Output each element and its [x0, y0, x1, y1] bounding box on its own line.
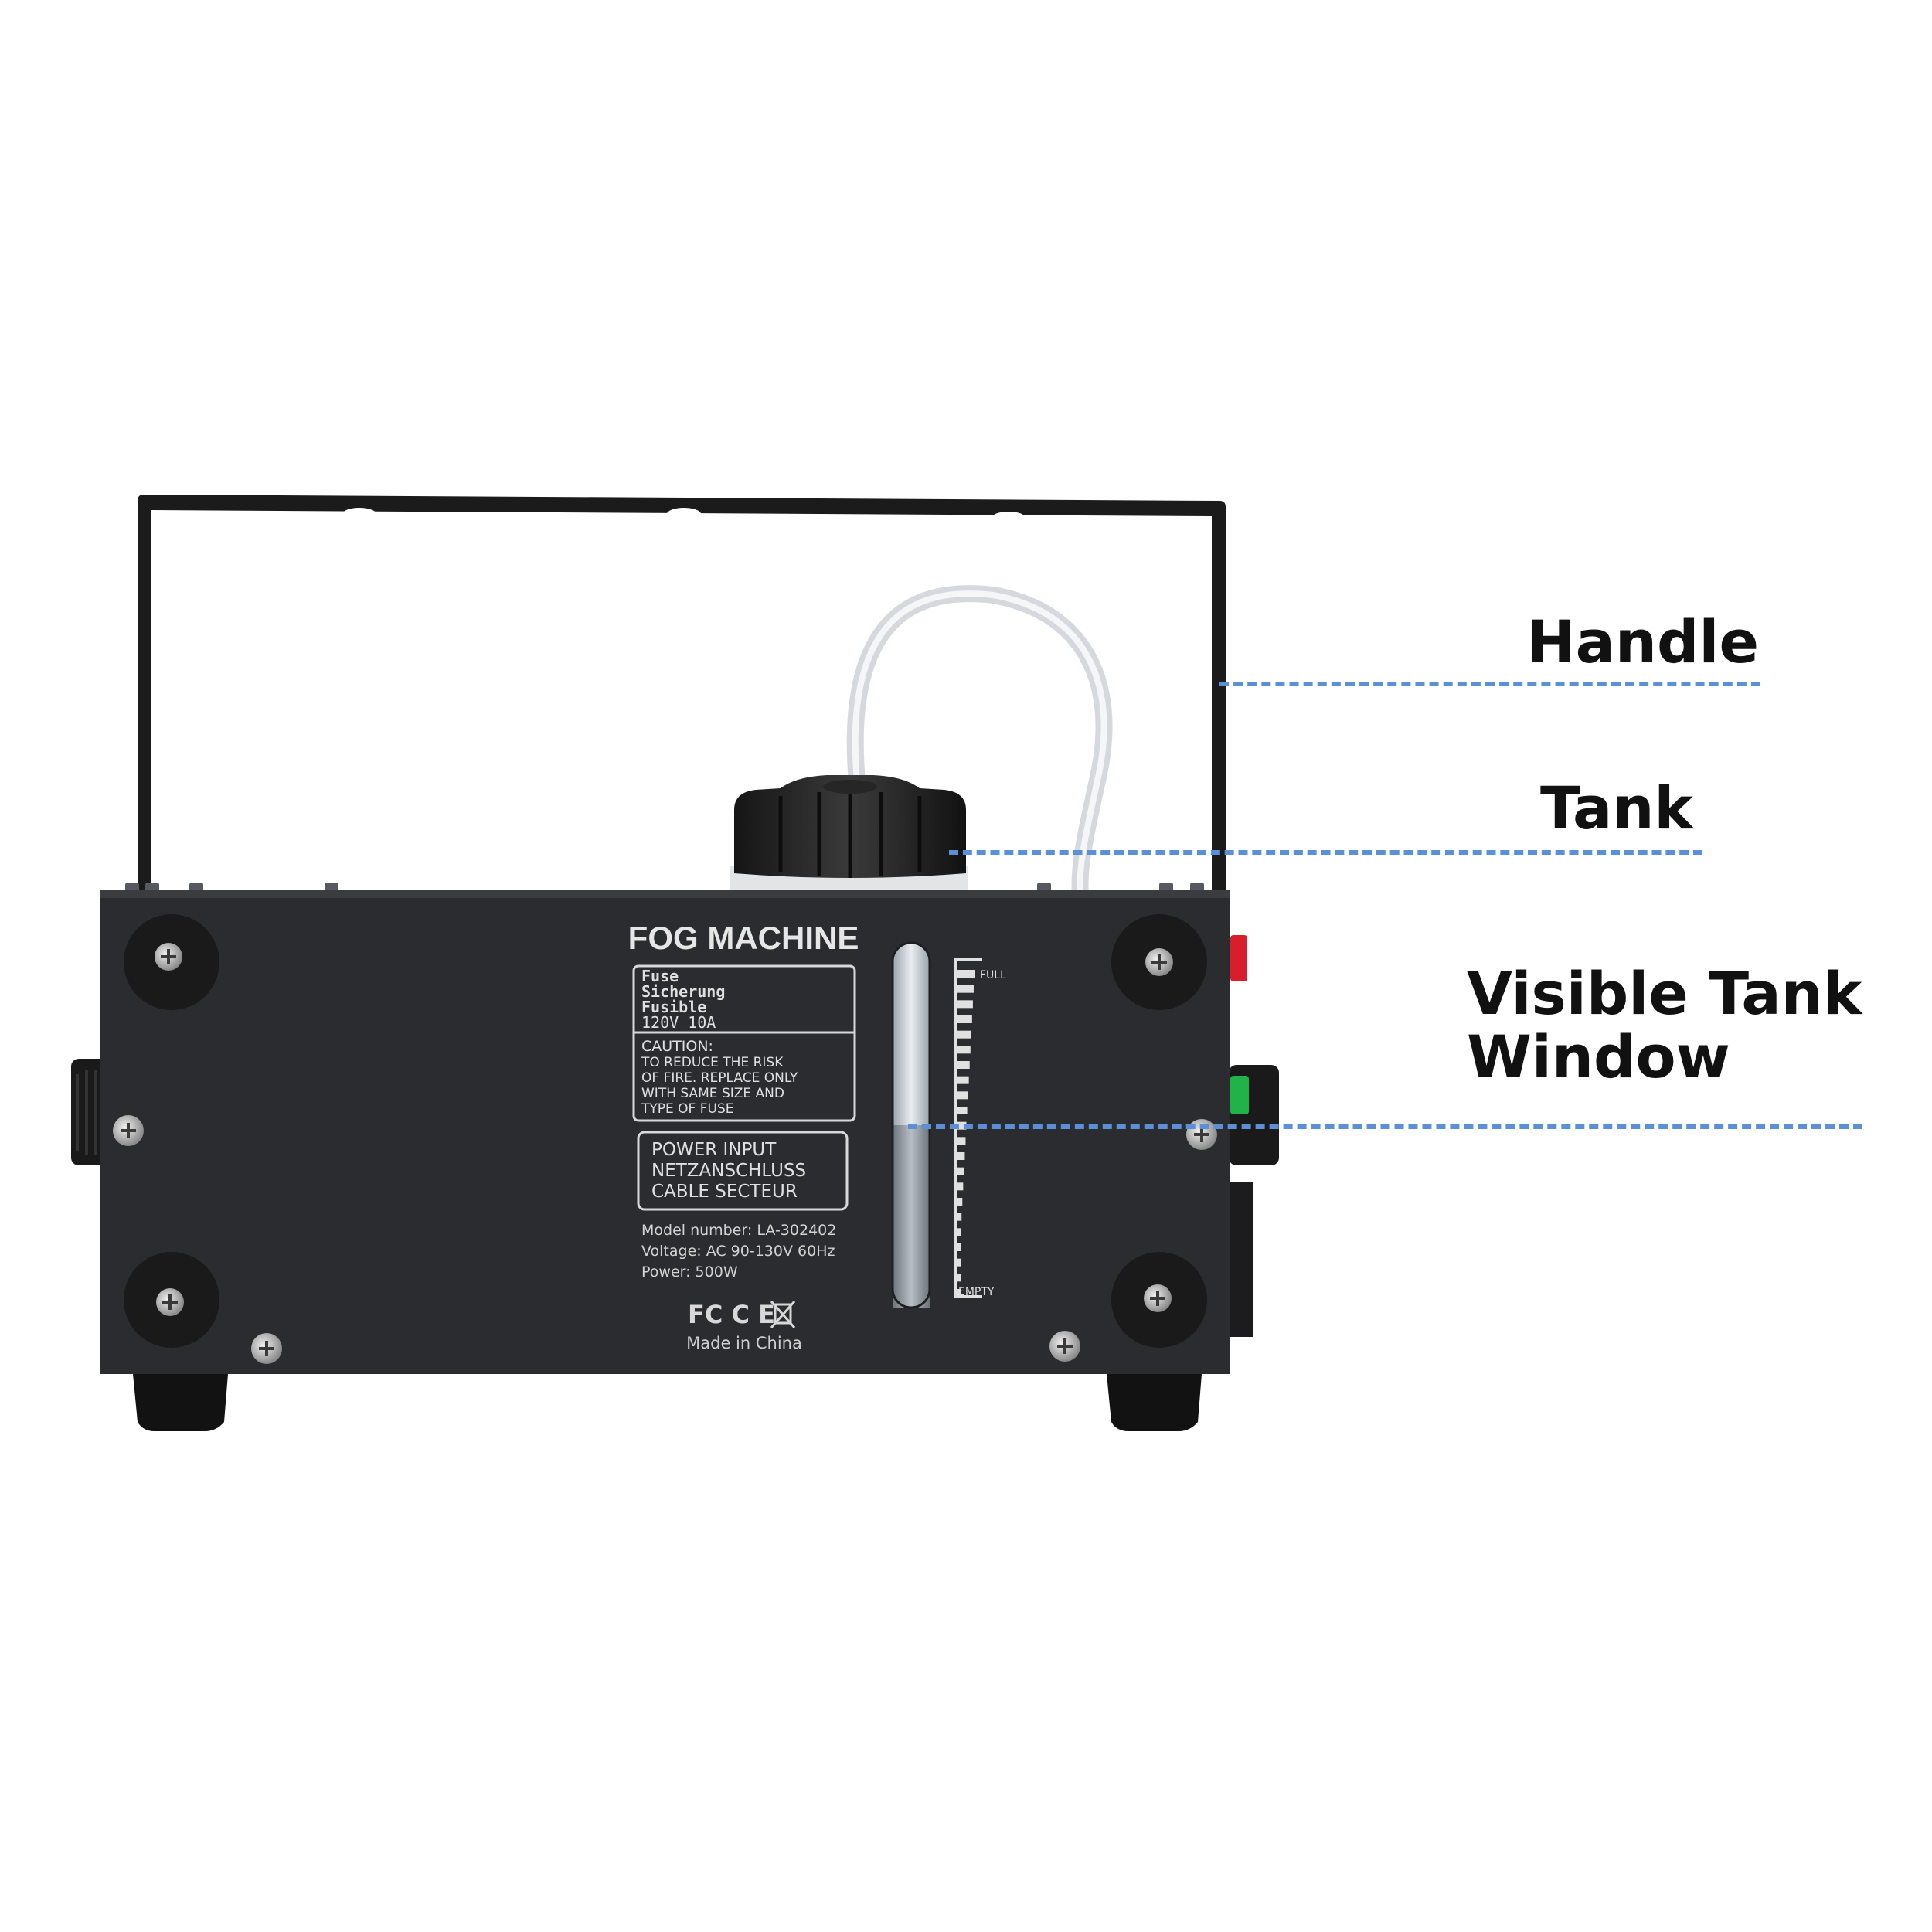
caution-line-4: TYPE OF FUSE: [641, 1101, 733, 1117]
gauge-tick: [957, 1167, 964, 1175]
power-rating: Power: 500W: [641, 1264, 738, 1281]
left-knob: [71, 1059, 110, 1165]
power-input-box: [637, 1131, 849, 1211]
weee-bin-icon: [770, 1301, 796, 1328]
power-switch-green: [1230, 1076, 1249, 1114]
gauge-tick: [957, 970, 975, 978]
tank-liquid-level: [893, 1125, 930, 1308]
gauge-tick: [957, 1061, 970, 1069]
gauge-tick: [957, 1076, 969, 1084]
model-number: Model number: LA-302402: [641, 1222, 836, 1239]
gauge-tick: [957, 1152, 965, 1160]
caution-line-2: OF FIRE. REPLACE ONLY: [641, 1070, 798, 1086]
gauge-tick: [957, 1289, 961, 1297]
side-panel: [1230, 1182, 1253, 1337]
machine-title: FOG MACHINE: [628, 920, 859, 956]
gauge-tick: [957, 1258, 961, 1267]
gauge-tick: [957, 1198, 963, 1206]
gauge-tick: [957, 1274, 961, 1282]
caution-line-1: TO REDUCE THE RISK: [641, 1055, 784, 1070]
fuse-label-box: [632, 964, 856, 1122]
callout-window-line-1: Visible Tank: [1467, 959, 1862, 1028]
tank-cap: [730, 775, 968, 903]
gauge-tick: [957, 1030, 971, 1039]
gauge-tick: [957, 1228, 961, 1236]
gauge-tick: [957, 985, 974, 993]
callout-visible-tank-window: Visible Tank Window: [1467, 959, 1862, 1092]
gauge-tick: [957, 1091, 968, 1100]
power-switch-red: [1230, 935, 1247, 981]
caution-line-3: WITH SAME SIZE AND: [641, 1086, 784, 1101]
gauge-tick: [957, 1046, 971, 1054]
callout-window-line-2: Window: [1467, 1022, 1730, 1092]
callout-tank: Tank: [1540, 774, 1693, 842]
gauge-tick: [957, 1213, 962, 1221]
leader-line-handle: [1219, 682, 1760, 686]
voltage: Voltage: AC 90-130V 60Hz: [641, 1243, 835, 1260]
gauge-tick: [957, 1137, 966, 1145]
callout-handle: Handle: [1526, 607, 1759, 676]
gauge-tick: [957, 1015, 972, 1023]
fuse-line-2: Sicherung: [641, 982, 725, 1001]
gauge-tick: [957, 1182, 964, 1191]
made-in: Made in China: [686, 1334, 802, 1352]
gauge-full-label: FULL: [980, 969, 1006, 981]
certification-marks: FC C E: [688, 1300, 775, 1329]
fuse-line-1: Fuse: [641, 967, 679, 985]
gauge-tick: [957, 1107, 968, 1114]
handle-bracket: [138, 495, 1226, 896]
fuse-line-3: Fusible: [641, 998, 706, 1016]
leader-line-visible-tank-window: [908, 1124, 1862, 1129]
feet: [133, 1374, 1202, 1431]
power-input-line-1: POWER INPUT: [651, 1140, 777, 1160]
leader-line-tank: [949, 850, 1702, 855]
caution-heading: CAUTION:: [641, 1038, 713, 1055]
gauge-empty-label: EMPTY: [958, 1286, 995, 1298]
power-input-line-3: CABLE SECTEUR: [651, 1182, 798, 1202]
gauge-tick: [957, 1243, 961, 1251]
gauge-tick: [957, 1000, 973, 1009]
power-input-line-2: NETZANSCHLUSS: [651, 1161, 806, 1181]
fuse-line-4: 120V 10A: [641, 1013, 716, 1032]
screws: [113, 949, 1217, 1364]
